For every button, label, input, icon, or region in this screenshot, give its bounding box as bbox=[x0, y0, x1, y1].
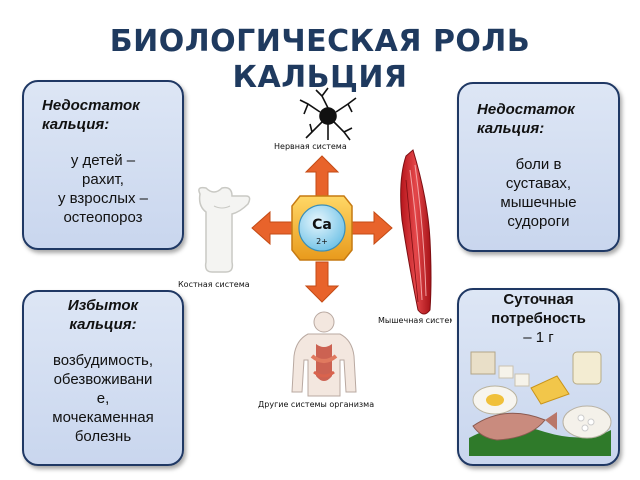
calcium-charge: 2+ bbox=[316, 237, 328, 246]
label-bone-system: Костная система bbox=[178, 280, 250, 289]
calcium-deficiency-card-symptoms: Недостаток кальция: боли в суставах, мыш… bbox=[457, 82, 620, 252]
calcium-excess-card: Избыток кальция: возбудимость, обезвожив… bbox=[22, 290, 184, 466]
bone-icon bbox=[198, 186, 251, 273]
daily-requirement-card: Суточная потребность – 1 г bbox=[457, 288, 620, 466]
arrow-right bbox=[349, 210, 393, 246]
label-nervous-system: Нервная система bbox=[274, 142, 347, 151]
page-title: БИОЛОГИЧЕСКАЯ РОЛЬ КАЛЬЦИЯ bbox=[0, 24, 640, 96]
label-muscle-system: Мышечная система bbox=[378, 316, 452, 325]
card-heading: Недостаток кальция: bbox=[477, 101, 575, 137]
card-heading: Суточная потребность bbox=[491, 291, 586, 327]
title-line-1: БИОЛОГИЧЕСКАЯ РОЛЬ bbox=[109, 24, 531, 59]
card-body: у детей – рахит, у взрослых – остеопороз bbox=[57, 152, 149, 226]
arrow-up bbox=[304, 155, 340, 197]
card-heading: Избыток кальция: bbox=[67, 297, 139, 333]
human-body-icon bbox=[291, 311, 357, 397]
neuron-icon bbox=[299, 87, 357, 141]
muscle-icon bbox=[400, 149, 432, 315]
calcium-foods-icon bbox=[469, 351, 612, 456]
card-body: возбудимость, обезвоживани е, мочекаменн… bbox=[52, 352, 154, 445]
title-line-2: КАЛЬЦИЯ bbox=[232, 60, 408, 95]
calcium-symbol: Ca bbox=[312, 217, 332, 233]
card-body: боли в суставах, мышечные судороги bbox=[500, 156, 577, 230]
card-heading: Недостаток кальция: bbox=[42, 97, 140, 133]
arrow-left bbox=[251, 210, 295, 246]
arrow-down bbox=[304, 261, 340, 303]
calcium-deficiency-card-children: Недостаток кальция: у детей – рахит, у в… bbox=[22, 80, 184, 250]
arrows bbox=[251, 155, 393, 303]
label-other-systems: Другие системы организма bbox=[258, 400, 375, 409]
calcium-hub bbox=[291, 195, 353, 261]
daily-amount: – 1 г bbox=[523, 329, 554, 346]
